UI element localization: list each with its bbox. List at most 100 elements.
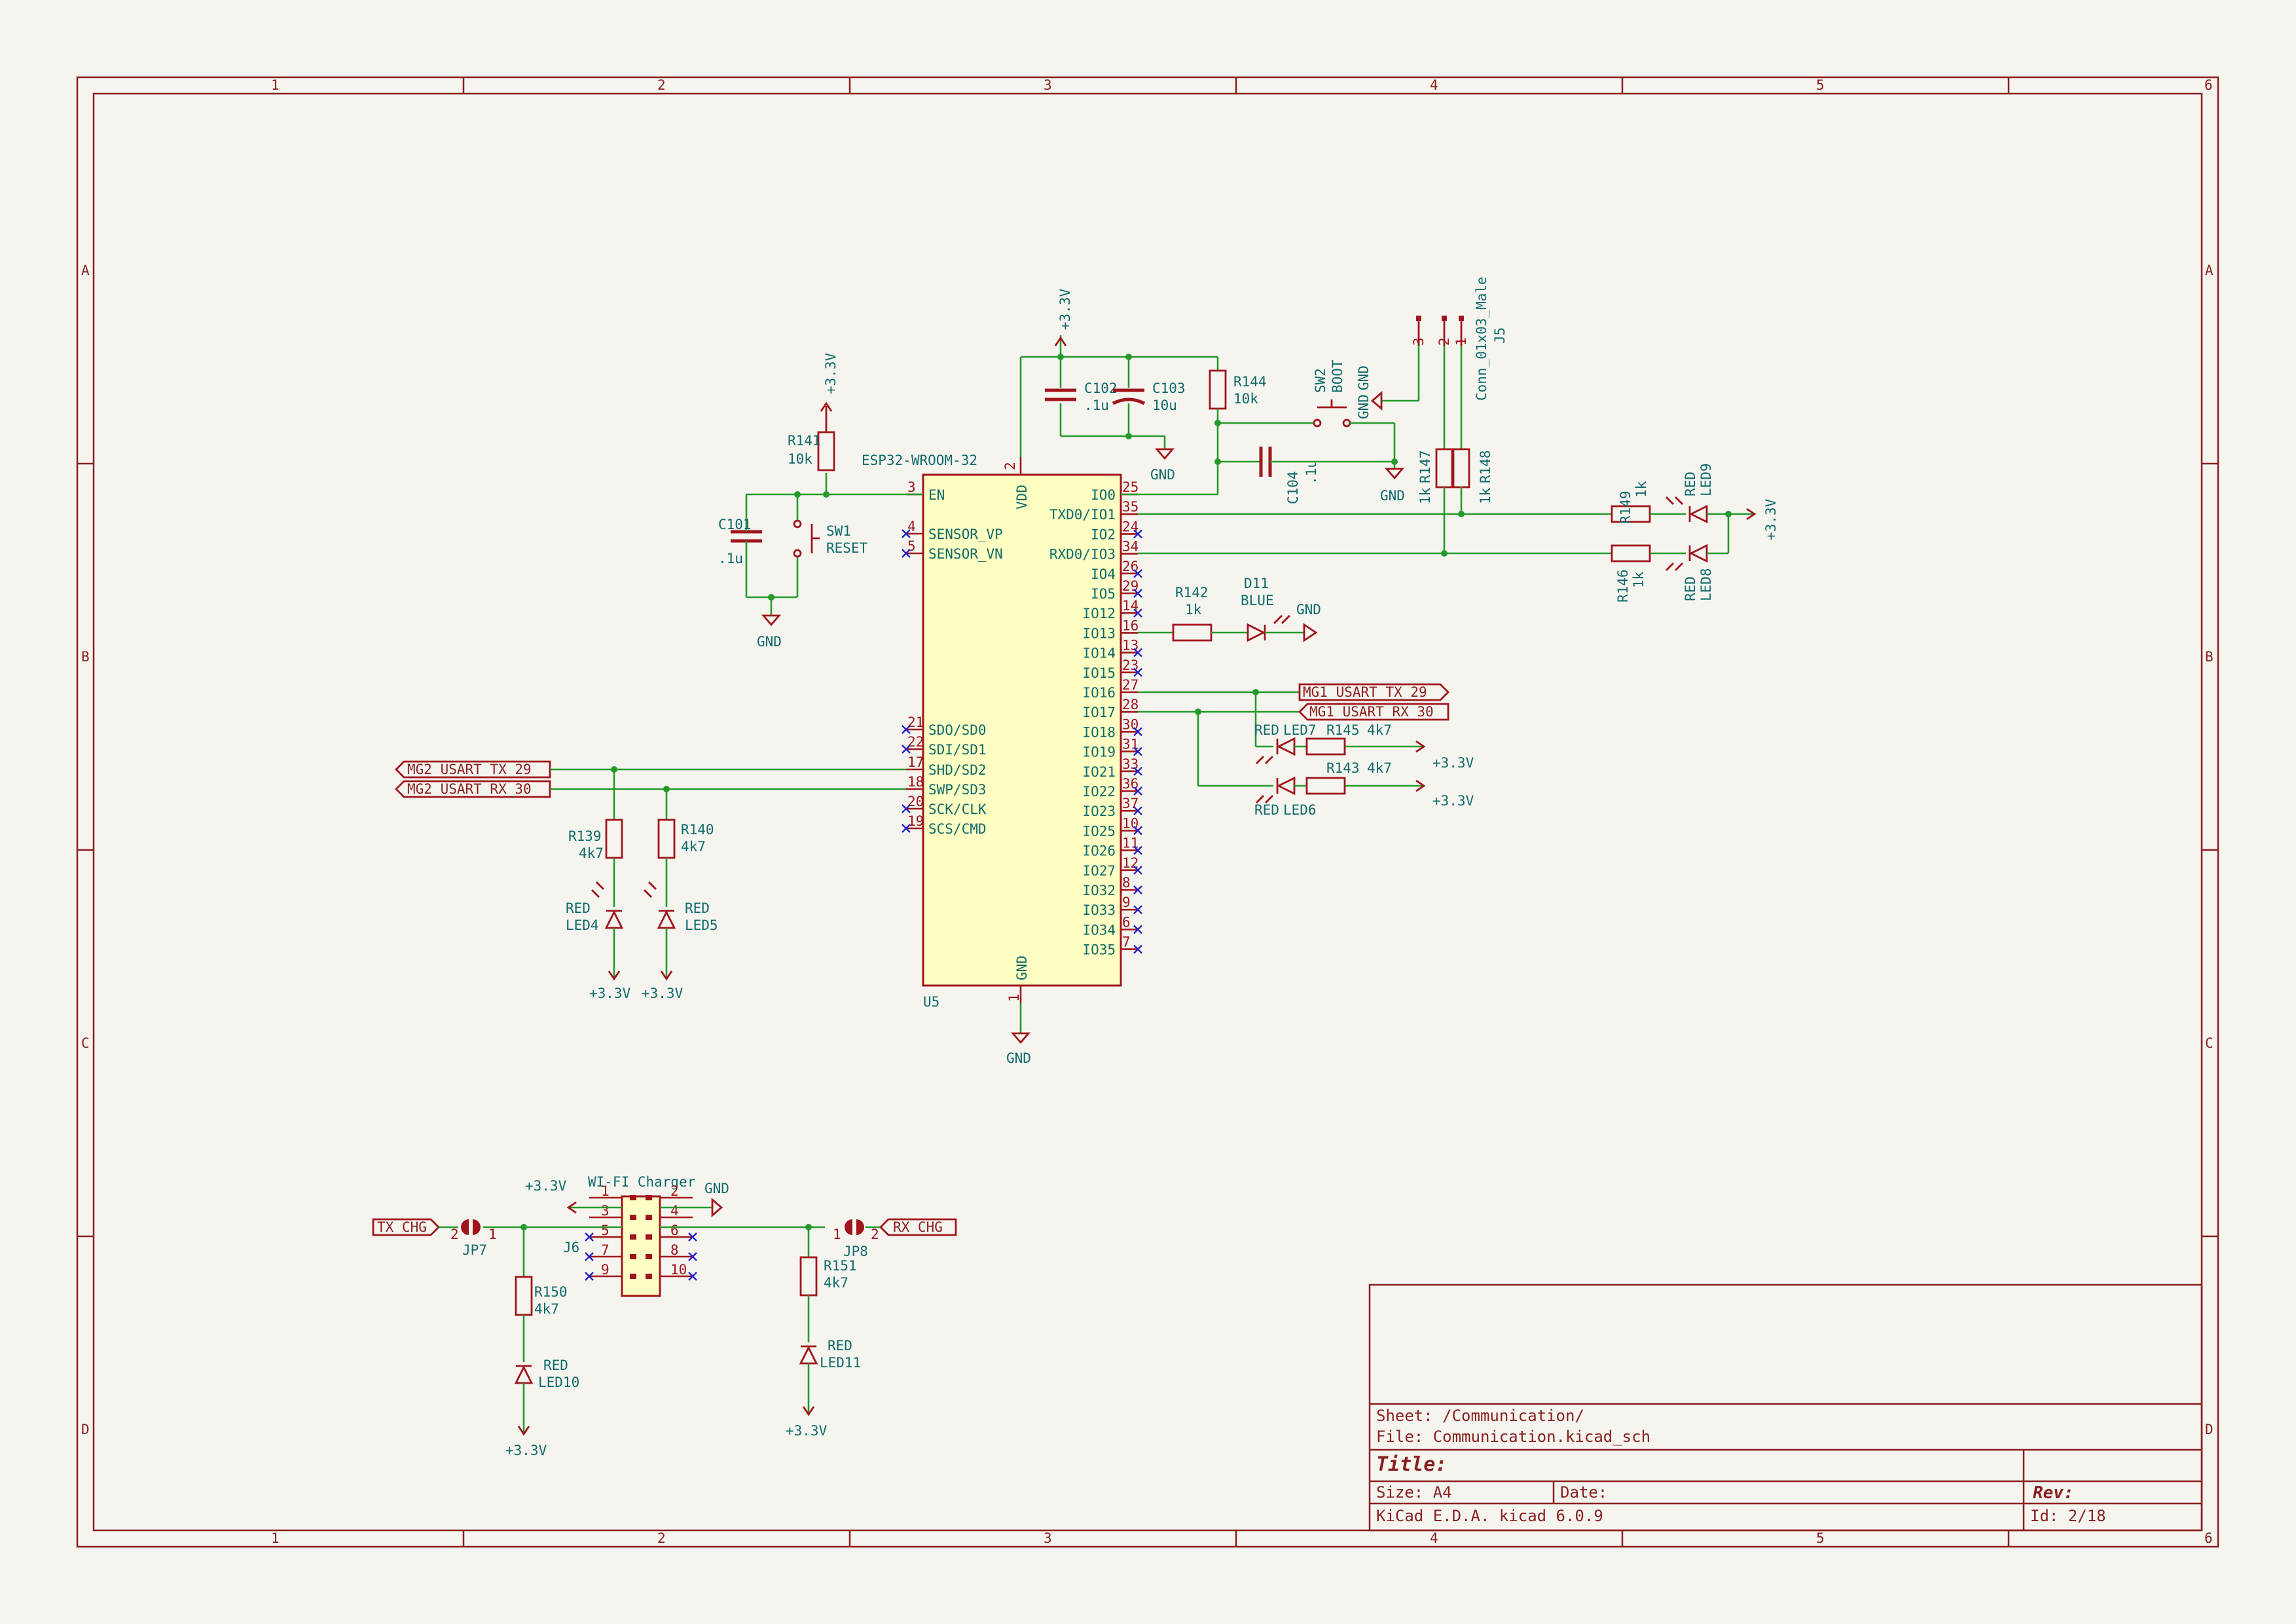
svg-text:RED: RED <box>1254 722 1279 738</box>
svg-text:R146: R146 <box>1615 569 1631 602</box>
col-label: 4 <box>1430 77 1438 93</box>
svg-text:C101: C101 <box>718 517 752 532</box>
svg-text:LED8: LED8 <box>1698 568 1714 601</box>
svg-text:1k: 1k <box>1478 487 1493 504</box>
r144-resistor[interactable]: R144 10k <box>1209 369 1267 410</box>
v33-label-led4: +3.3V <box>589 986 631 1001</box>
u5-pin-name: IO21 <box>1082 764 1116 780</box>
u5-pin-number: 8 <box>1122 875 1131 891</box>
c101-capacitor[interactable]: C101 .1u <box>718 517 762 566</box>
svg-text:R148: R148 <box>1478 450 1493 483</box>
u5-pin-number: 21 <box>907 714 924 730</box>
gnd-symbol-u5 <box>1010 1032 1031 1044</box>
sw1-reset-switch[interactable]: SW1 RESET <box>793 519 868 558</box>
jp8-jumper[interactable]: 1 2 JP8 <box>833 1219 879 1259</box>
tb-date: Date: <box>1560 1483 1607 1502</box>
r141-resistor[interactable]: +3.3V R141 10k <box>788 352 839 471</box>
col-label: 1 <box>271 1530 280 1546</box>
svg-text:SW2: SW2 <box>1313 368 1328 393</box>
svg-text:10u: 10u <box>1152 397 1177 413</box>
gnd-symbol-c104 <box>1384 468 1405 480</box>
r146-resistor[interactable]: R146 1k <box>1611 544 1651 602</box>
col-label: 2 <box>657 77 666 93</box>
svg-text:10k: 10k <box>1233 391 1258 407</box>
u5-pin-number: 19 <box>907 813 924 829</box>
led10[interactable]: RED LED10 <box>514 1357 579 1390</box>
no-connect-mark <box>688 1232 697 1242</box>
col-label: 2 <box>657 1530 666 1546</box>
svg-text:LED11: LED11 <box>820 1355 861 1371</box>
r150-resistor[interactable]: R150 4k7 <box>515 1276 568 1317</box>
u5-pin-number: 35 <box>1122 499 1139 515</box>
tb-id: Id: 2/18 <box>2030 1507 2106 1525</box>
r145-resistor[interactable]: R145 4k7 <box>1305 722 1392 756</box>
svg-text:MG1_USART_RX_30: MG1_USART_RX_30 <box>1309 704 1434 720</box>
u5-pin-name: IO4 <box>1091 566 1116 582</box>
gnd-label-u5: GND <box>1006 1050 1031 1066</box>
no-connect-mark <box>688 1272 697 1281</box>
r149-resistor[interactable]: R149 1k <box>1611 481 1651 524</box>
col-label: 5 <box>1816 1530 1825 1546</box>
r140-resistor[interactable]: R140 4k7 <box>657 819 714 859</box>
row-label: A <box>81 263 90 278</box>
led7[interactable]: RED LED7 <box>1254 722 1317 764</box>
r151-resistor[interactable]: R151 4k7 <box>799 1256 857 1297</box>
r139-resistor[interactable]: R139 4k7 <box>568 819 623 861</box>
j5-connector[interactable]: 3 2 1 Conn_01x03_Male J5 <box>1411 276 1508 401</box>
r148-resistor[interactable]: 1k R148 <box>1452 448 1493 504</box>
u5-pin-number: 27 <box>1122 677 1139 693</box>
col-label: 3 <box>1044 1530 1052 1546</box>
svg-text:C102: C102 <box>1084 380 1118 396</box>
label-mg1-tx: MG1_USART_TX_29 <box>1298 683 1449 701</box>
v33-label-r143: +3.3V <box>1432 793 1474 809</box>
c104-capacitor[interactable]: C104 .1u <box>1259 447 1319 504</box>
u5-pin-name: IO18 <box>1082 724 1116 740</box>
svg-text:C104: C104 <box>1285 471 1301 504</box>
u5-pin-name: SCK/CLK <box>928 802 987 817</box>
no-connect-mark <box>1133 568 1142 578</box>
svg-text:RED: RED <box>685 900 710 916</box>
u5-pin-number: 17 <box>907 754 924 770</box>
svg-text:VDD: VDD <box>1014 485 1030 509</box>
led9[interactable]: RED LED9 <box>1666 463 1714 524</box>
u5-pin-name: IO25 <box>1082 823 1116 839</box>
led6[interactable]: RED LED6 <box>1254 776 1317 818</box>
r147-resistor[interactable]: 1k R147 <box>1417 448 1453 504</box>
sw2-boot-switch[interactable]: SW2 BOOT <box>1313 360 1351 428</box>
svg-text:MG2_USART_TX_29: MG2_USART_TX_29 <box>407 762 532 777</box>
u5-pin-number: 6 <box>1122 914 1131 930</box>
svg-text:LED6: LED6 <box>1283 802 1317 818</box>
svg-text:RX_CHG: RX_CHG <box>893 1219 943 1235</box>
j6-pin-number: 6 <box>670 1223 679 1238</box>
r143-resistor[interactable]: R143 4k7 <box>1305 760 1392 795</box>
u5-pin-name: IO15 <box>1082 665 1116 681</box>
svg-text:3: 3 <box>1411 337 1427 346</box>
u5-pin-name: SDO/SD0 <box>928 722 987 738</box>
no-connect-mark <box>902 745 911 754</box>
v33-label-r141: +3.3V <box>823 352 839 394</box>
c103-capacitor[interactable]: C103 10u <box>1112 380 1186 413</box>
svg-text:R149: R149 <box>1618 490 1633 524</box>
svg-text:MG2_USART_RX_30: MG2_USART_RX_30 <box>407 781 532 797</box>
led4[interactable]: RED LED4 <box>566 881 624 933</box>
no-connect-mark <box>1133 944 1142 954</box>
led5[interactable]: RED LED5 <box>644 881 718 933</box>
u5-pin-name: IO33 <box>1082 902 1116 918</box>
svg-text:.1u: .1u <box>1084 397 1109 413</box>
r142-resistor[interactable]: R142 1k <box>1172 585 1212 642</box>
svg-text:RED: RED <box>1683 576 1698 601</box>
led8[interactable]: RED LED8 <box>1666 544 1714 601</box>
led11[interactable]: RED LED11 <box>799 1338 861 1371</box>
no-connect-mark <box>585 1232 594 1242</box>
v33-label-led5: +3.3V <box>642 986 683 1001</box>
no-connect-mark <box>1133 766 1142 776</box>
d11-led[interactable]: D11 BLUE <box>1241 576 1290 642</box>
svg-text:TX_CHG: TX_CHG <box>377 1219 427 1235</box>
gnd-symbol-j6 <box>711 1197 723 1218</box>
c102-capacitor[interactable]: C102 .1u <box>1045 380 1118 413</box>
jp7-jumper[interactable]: 2 1 JP7 <box>450 1219 497 1258</box>
gnd-label-c101: GND <box>757 634 782 650</box>
